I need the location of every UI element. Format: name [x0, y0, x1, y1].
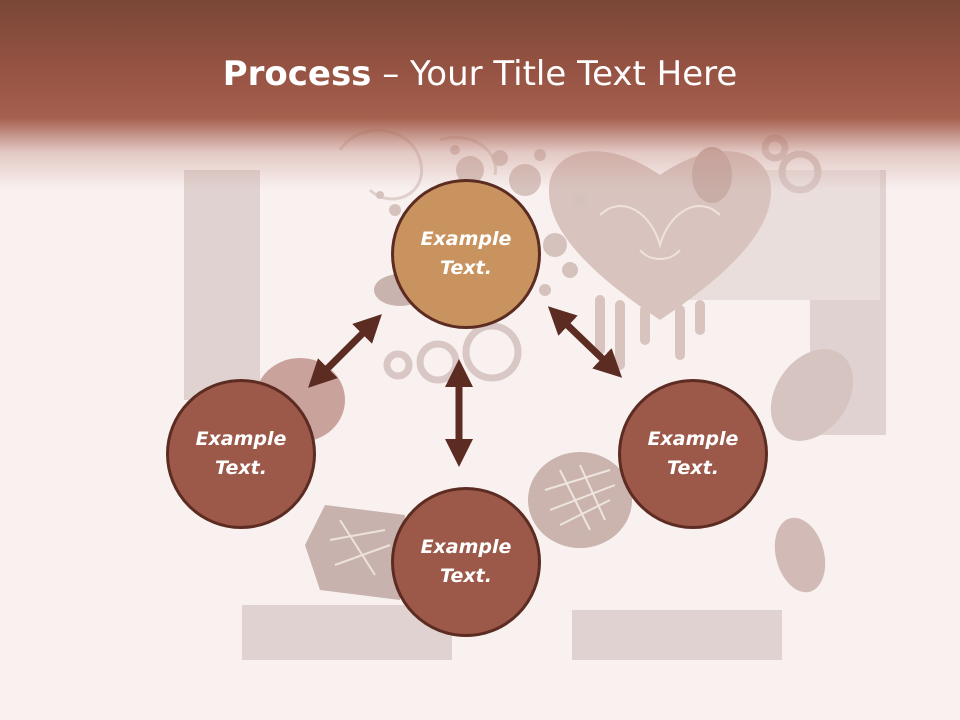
- slide-title: Process – Your Title Text Here: [0, 52, 960, 96]
- node-top-line2: Text.: [440, 257, 492, 279]
- title-rest: – Your Title Text Here: [371, 54, 738, 94]
- node-left-line1: Example: [195, 428, 287, 450]
- node-bottom-line2: Text.: [440, 565, 492, 587]
- bg-panel-left: [184, 170, 260, 400]
- node-top-line1: Example: [420, 228, 512, 250]
- header-band: [0, 0, 960, 190]
- arrow-top-left: [308, 314, 382, 388]
- title-bold: Process: [222, 54, 372, 94]
- bg-heart-swirl: [599, 205, 721, 260]
- bg-square-decoration: [329, 519, 391, 576]
- node-right-line1: Example: [647, 428, 739, 450]
- bg-truffle-drizzle: [544, 464, 616, 531]
- bg-chocolate-oval-right: [770, 349, 854, 441]
- arrow-top-right: [547, 306, 623, 378]
- bg-chocolate-bean: [774, 517, 826, 593]
- bg-panel-bottom-right: [572, 610, 782, 660]
- node-right-line2: Text.: [667, 457, 719, 479]
- bg-chocolate-square: [305, 505, 405, 600]
- node-left-line2: Text.: [215, 457, 267, 479]
- bg-chocolate-truffle: [528, 452, 632, 548]
- node-bottom-line1: Example: [420, 536, 512, 558]
